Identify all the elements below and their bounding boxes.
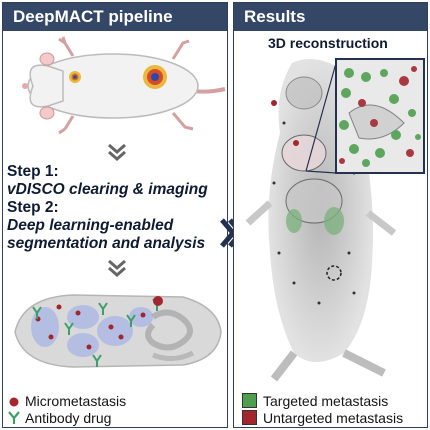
- legend-antibody-drug-label: Antibody drug: [25, 410, 112, 426]
- mouse-illustration-top: [22, 36, 226, 135]
- antibody-y-icon: [8, 411, 20, 424]
- step2-heading: Step 2:: [7, 199, 59, 216]
- green-square-icon: [242, 393, 257, 408]
- step1-text: vDISCO clearing & imaging: [7, 181, 208, 198]
- chevron-down-icon: [108, 259, 126, 277]
- step2-line2: segmentation and analysis: [7, 235, 206, 252]
- results-title: Results: [234, 3, 427, 31]
- reconstruction-mouse-image: [245, 58, 425, 382]
- segmented-mouse-illustration: [14, 294, 222, 368]
- red-square-icon: [242, 410, 257, 425]
- legend-untargeted-label: Untargeted metastasis: [263, 410, 404, 426]
- red-dot-icon: [9, 397, 19, 407]
- legend-targeted-label: Targeted metastasis: [263, 393, 389, 409]
- step1-heading: Step 1:: [7, 163, 59, 180]
- results-panel: Results 3D reconstruction: [233, 2, 428, 428]
- pipeline-panel: DeepMACT pipeline Step 1: vDISCO clearin…: [2, 2, 228, 428]
- step2-line1: Deep learning-enabled: [7, 217, 174, 234]
- legend-antibody-drug: Antibody drug: [7, 410, 111, 426]
- legend-micrometastasis: Micrometastasis: [9, 393, 126, 409]
- legend-untargeted-metastasis: Untargeted metastasis: [242, 410, 403, 426]
- chevron-down-icon: [108, 143, 126, 161]
- pipeline-title: DeepMACT pipeline: [3, 3, 227, 31]
- reconstruction-subtitle: 3D reconstruction: [268, 35, 388, 51]
- legend-micrometastasis-label: Micrometastasis: [25, 393, 127, 409]
- legend-targeted-metastasis: Targeted metastasis: [242, 393, 388, 409]
